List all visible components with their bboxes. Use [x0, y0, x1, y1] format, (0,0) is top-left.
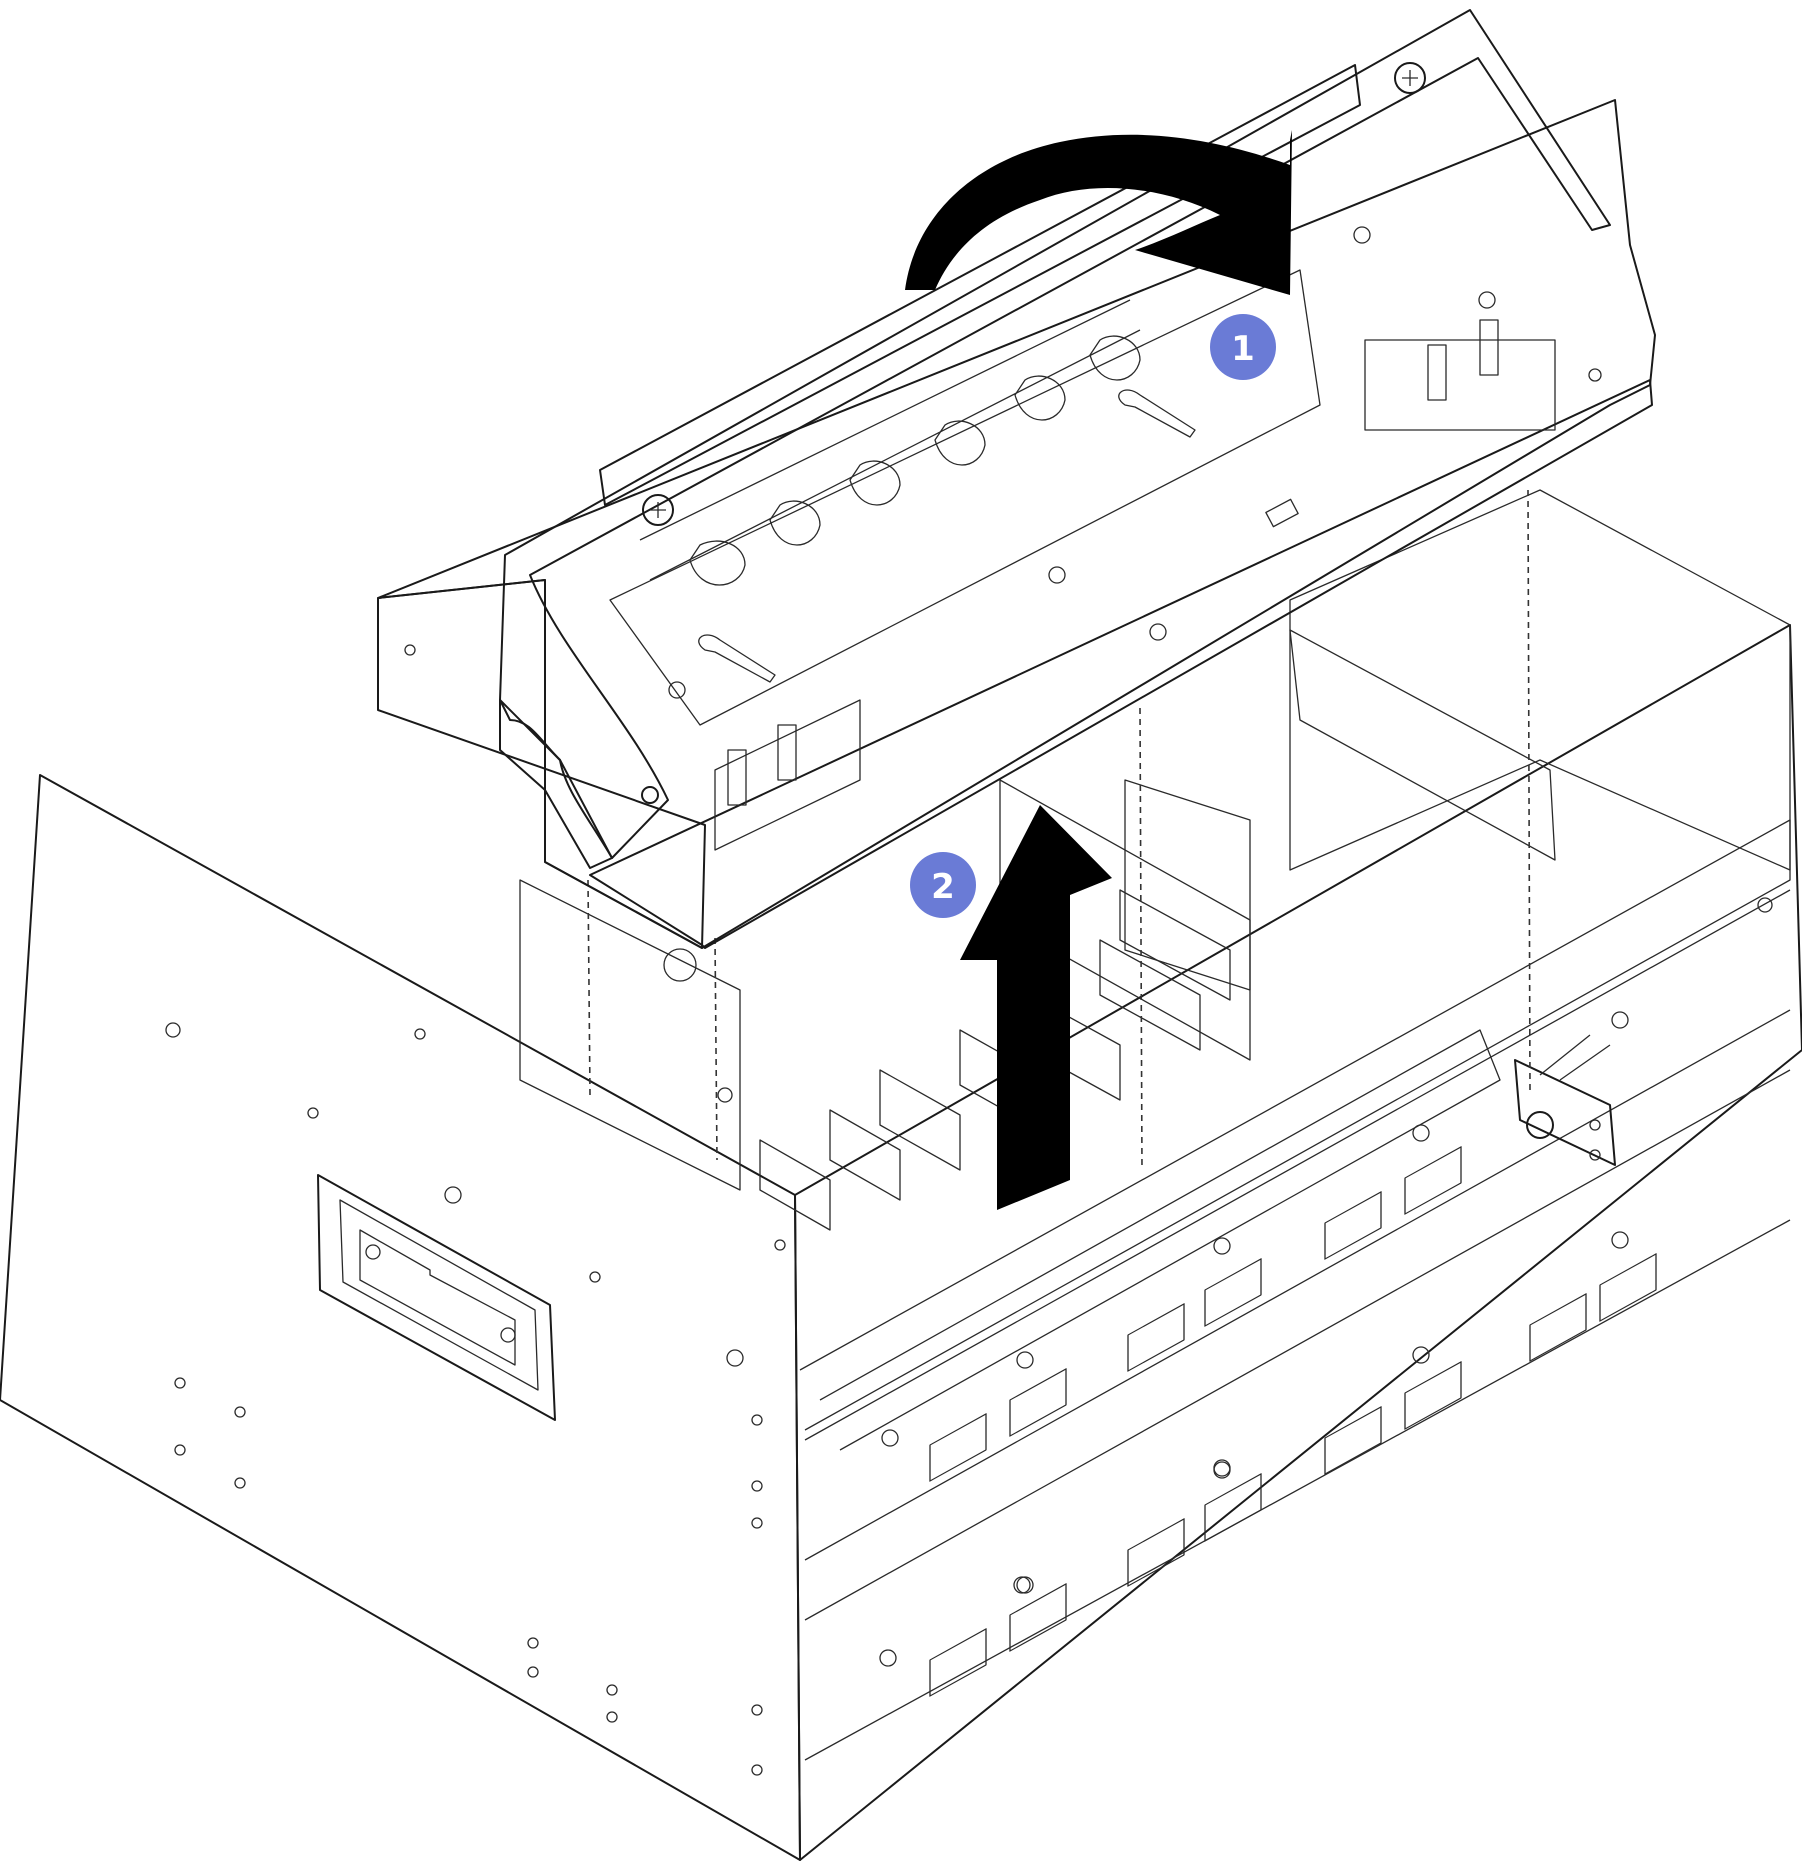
tray-front-wall	[589, 379, 1653, 949]
tray-top-surface	[377, 99, 1656, 949]
captive-screw-icon[interactable]	[1394, 62, 1426, 94]
step-callout-1: 1	[1210, 314, 1276, 380]
keyhole-slot	[1118, 389, 1196, 438]
alignment-guide-left-2	[714, 937, 718, 1161]
lift-arrow-icon	[960, 805, 1112, 1210]
tray-assembly	[377, 64, 1656, 949]
chassis-front-panel	[794, 624, 1802, 1861]
alignment-guides	[587, 489, 1531, 1171]
captive-screw-icon[interactable]	[642, 494, 674, 526]
chassis-rear-bulkhead	[1289, 489, 1791, 871]
chassis-left-side-panel	[0, 774, 801, 1861]
tray-side-wall	[377, 579, 706, 949]
alignment-guide-center	[1139, 707, 1143, 1171]
chassis-side-holes	[165, 897, 1773, 1776]
keyhole-slot	[698, 634, 776, 683]
chassis-side-handle	[317, 1174, 556, 1421]
tray-inner-panel	[609, 269, 1321, 726]
step-callout-2: 2	[910, 852, 976, 918]
tray-connector	[1265, 498, 1299, 528]
tray-handle[interactable]	[499, 9, 1611, 869]
alignment-guide-left	[587, 879, 591, 1096]
drive-slots	[929, 1146, 1657, 1697]
internal-components	[519, 779, 1251, 1231]
step-number-1: 1	[1231, 329, 1255, 369]
alignment-guide-right	[1527, 489, 1531, 1091]
drive-bay-rails	[799, 819, 1791, 1761]
tray-fan-row	[639, 299, 1141, 586]
rail-screws	[879, 1011, 1629, 1667]
rotation-arrow-icon	[905, 130, 1292, 295]
chassis	[0, 489, 1802, 1861]
tray-guide-pins	[714, 319, 1556, 851]
mounting-bracket	[1514, 1034, 1616, 1166]
tray-screws	[404, 226, 1602, 699]
step-number-2: 2	[931, 867, 955, 907]
